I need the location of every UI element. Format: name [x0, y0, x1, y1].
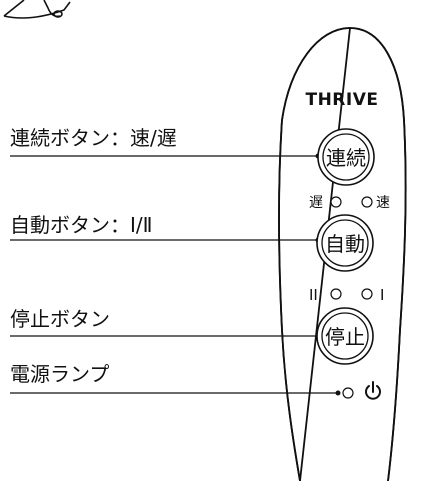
- speed-indicators: 遅 速: [309, 195, 390, 211]
- slow-indicator-label: 遅: [309, 195, 323, 211]
- fast-indicator-label: 速: [376, 195, 390, 211]
- mode-ii-indicator-label: II: [309, 286, 318, 304]
- power-icon: [365, 381, 381, 400]
- slow-indicator-lamp: [330, 196, 342, 208]
- mode-ii-indicator-lamp: [330, 288, 342, 300]
- clip-hook-graphic: [3, 0, 71, 19]
- mode-i-indicator-label: I: [380, 286, 384, 304]
- label-auto-button: 自動ボタン：Ⅰ/Ⅱ: [10, 213, 152, 237]
- mode-i-indicator-lamp: [361, 288, 373, 300]
- fast-indicator-lamp: [361, 196, 373, 208]
- label-speed-button: 連続ボタン：速/遅: [10, 126, 177, 150]
- stop-button-label: 停止: [325, 325, 365, 349]
- label-stop-button: 停止ボタン: [10, 307, 110, 331]
- stop-button[interactable]: 停止: [316, 307, 374, 365]
- label-power-lamp: 電源ランプ: [10, 362, 109, 386]
- auto-button[interactable]: 自動: [316, 214, 374, 272]
- auto-button-label: 自動: [325, 232, 365, 256]
- power-lamp: [342, 381, 381, 400]
- speed-button-label: 連続: [326, 146, 366, 170]
- auto-indicators: II I: [309, 286, 384, 304]
- brand-logo: THRIVE: [305, 90, 378, 110]
- power-lamp-indicator: [342, 387, 354, 399]
- leader-lines: [10, 153, 341, 396]
- speed-button[interactable]: 連続: [317, 128, 375, 186]
